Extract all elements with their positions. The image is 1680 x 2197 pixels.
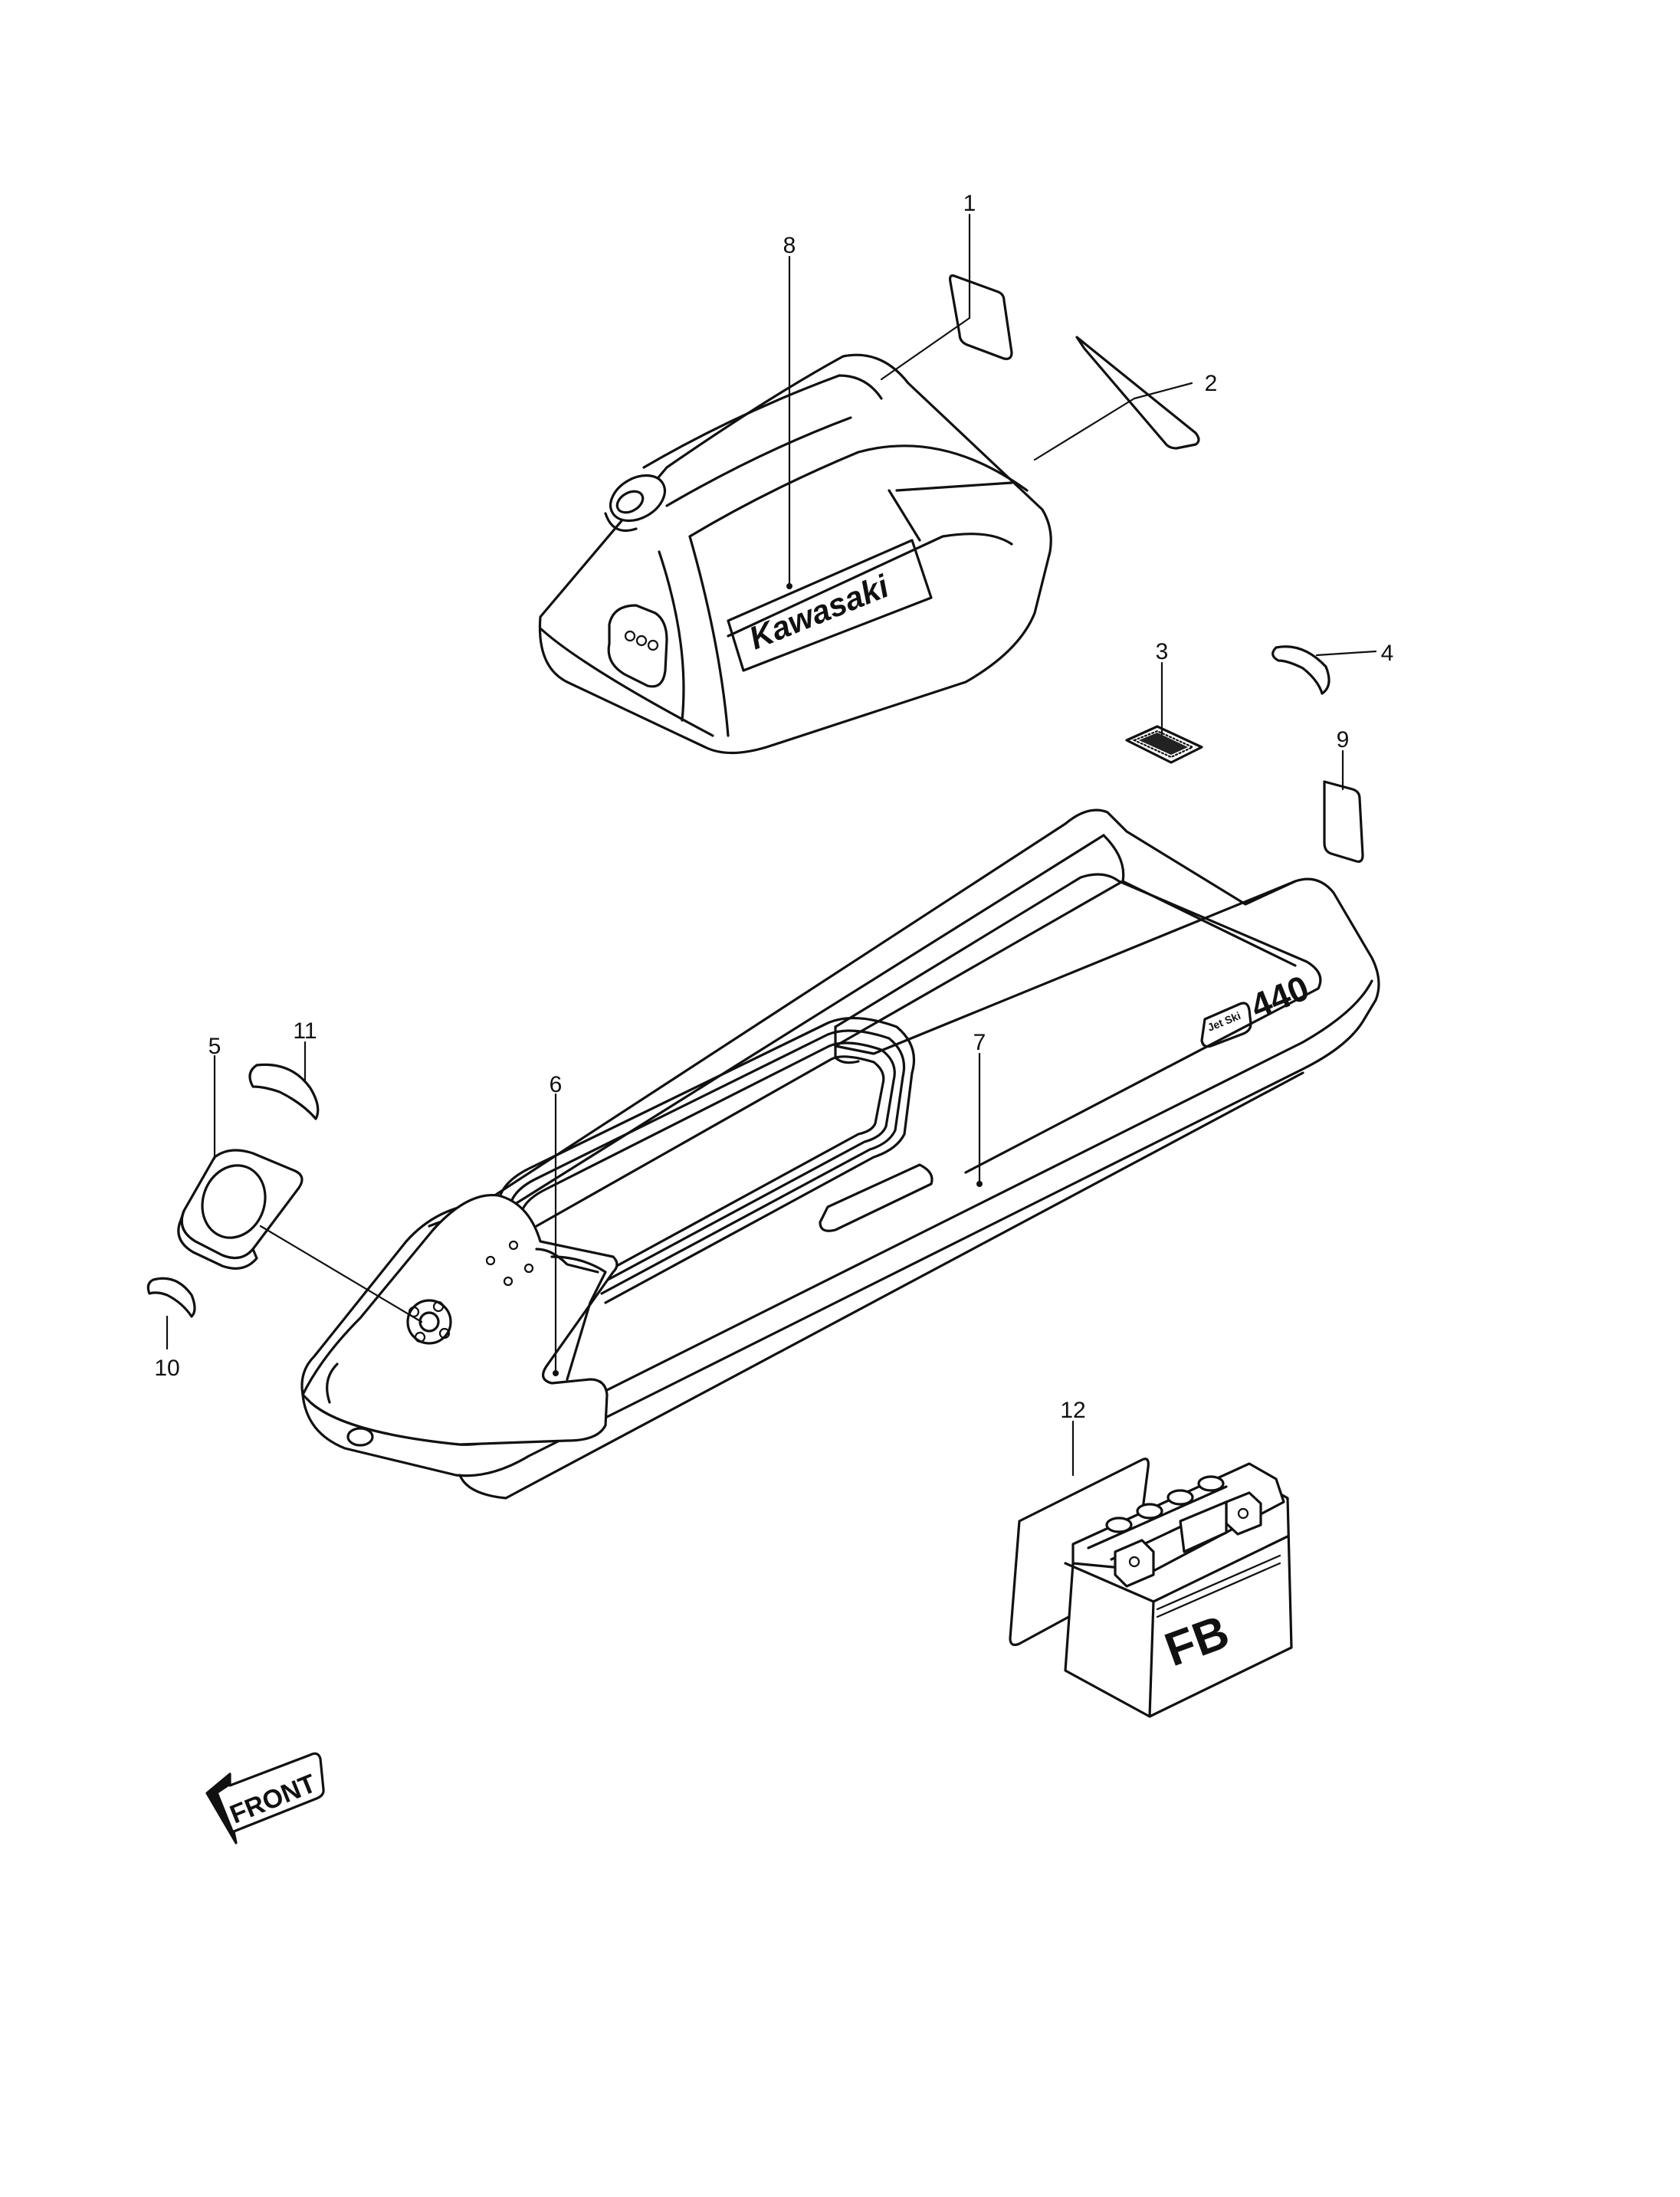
callout-1: 1 <box>963 191 976 216</box>
callout-4: 4 <box>1381 641 1394 666</box>
front-arrow-icon <box>205 1752 325 1844</box>
decal-10 <box>146 1277 196 1318</box>
callout-7: 7 <box>973 1030 986 1055</box>
decal-4 <box>1271 645 1331 695</box>
callout-2: 2 <box>1205 371 1218 396</box>
decal-9 <box>1323 780 1364 863</box>
decal-3 <box>1125 725 1203 764</box>
callout-11: 11 <box>293 1018 317 1044</box>
decal-5 <box>177 1149 304 1270</box>
callout-8: 8 <box>783 233 796 258</box>
decal-11 <box>248 1063 320 1120</box>
engine-cover <box>538 353 1052 755</box>
callout-10: 10 <box>154 1356 179 1381</box>
callout-labels: 1 2 3 4 5 6 7 8 9 10 11 12 <box>154 191 1393 1423</box>
callout-12: 12 <box>1060 1398 1085 1423</box>
decal-1 <box>948 274 1013 360</box>
battery <box>1009 1458 1293 1718</box>
callout-5: 5 <box>208 1034 221 1059</box>
callout-3: 3 <box>1156 639 1169 664</box>
callout-6: 6 <box>550 1072 563 1097</box>
hull <box>300 808 1380 1500</box>
decal-2 <box>1075 336 1200 450</box>
leader-lines <box>166 213 1377 1477</box>
callout-9: 9 <box>1337 727 1350 753</box>
